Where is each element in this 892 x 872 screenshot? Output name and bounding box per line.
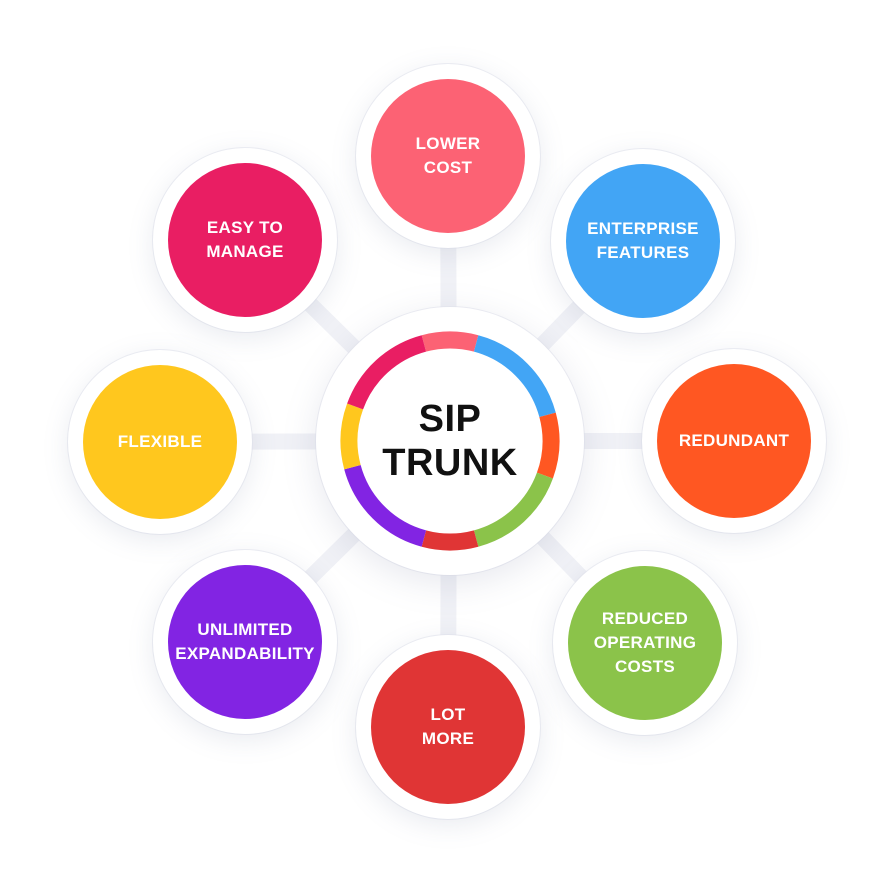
node-label-lot-more: LOT MORE: [421, 705, 475, 748]
ring-segment-redundant: [536, 412, 560, 479]
ring-segment-lower-cost: [421, 331, 479, 352]
node-enterprise-features: ENTERPRISE FEATURES: [566, 164, 720, 318]
ring-segment-flexible: [340, 403, 364, 470]
node-label-lower-cost: LOWER COST: [415, 134, 481, 177]
node-label-enterprise-features: ENTERPRISE FEATURES: [587, 219, 699, 262]
node-label-reduced-operating-costs: REDUCED OPERATING COSTS: [593, 609, 697, 676]
ring-segment-unlimited-expandability: [344, 464, 427, 547]
node-lower-cost: LOWER COST: [371, 79, 525, 233]
node-label-redundant: REDUNDANT: [678, 431, 790, 450]
node-label-flexible: FLEXIBLE: [117, 432, 203, 451]
ring-segment-reduced-operating-costs: [473, 472, 553, 547]
node-label-unlimited-expandability: UNLIMITED EXPANDABILITY: [175, 620, 315, 663]
node-reduced-operating-costs: REDUCED OPERATING COSTS: [568, 566, 722, 720]
node-lot-more: LOT MORE: [371, 650, 525, 804]
center-color-ring: [340, 331, 560, 551]
node-flexible: FLEXIBLE: [83, 365, 237, 519]
ring-segment-lot-more: [421, 530, 479, 551]
node-easy-to-manage: EASY TO MANAGE: [168, 163, 322, 317]
node-redundant: REDUNDANT: [657, 364, 811, 518]
node-label-easy-to-manage: EASY TO MANAGE: [206, 218, 284, 261]
node-unlimited-expandability: UNLIMITED EXPANDABILITY: [168, 565, 322, 719]
ring-segment-enterprise-features: [473, 335, 556, 418]
ring-segment-easy-to-manage: [347, 335, 427, 410]
center-halo: [316, 307, 584, 575]
center-title: SIP TRUNK: [382, 398, 518, 484]
